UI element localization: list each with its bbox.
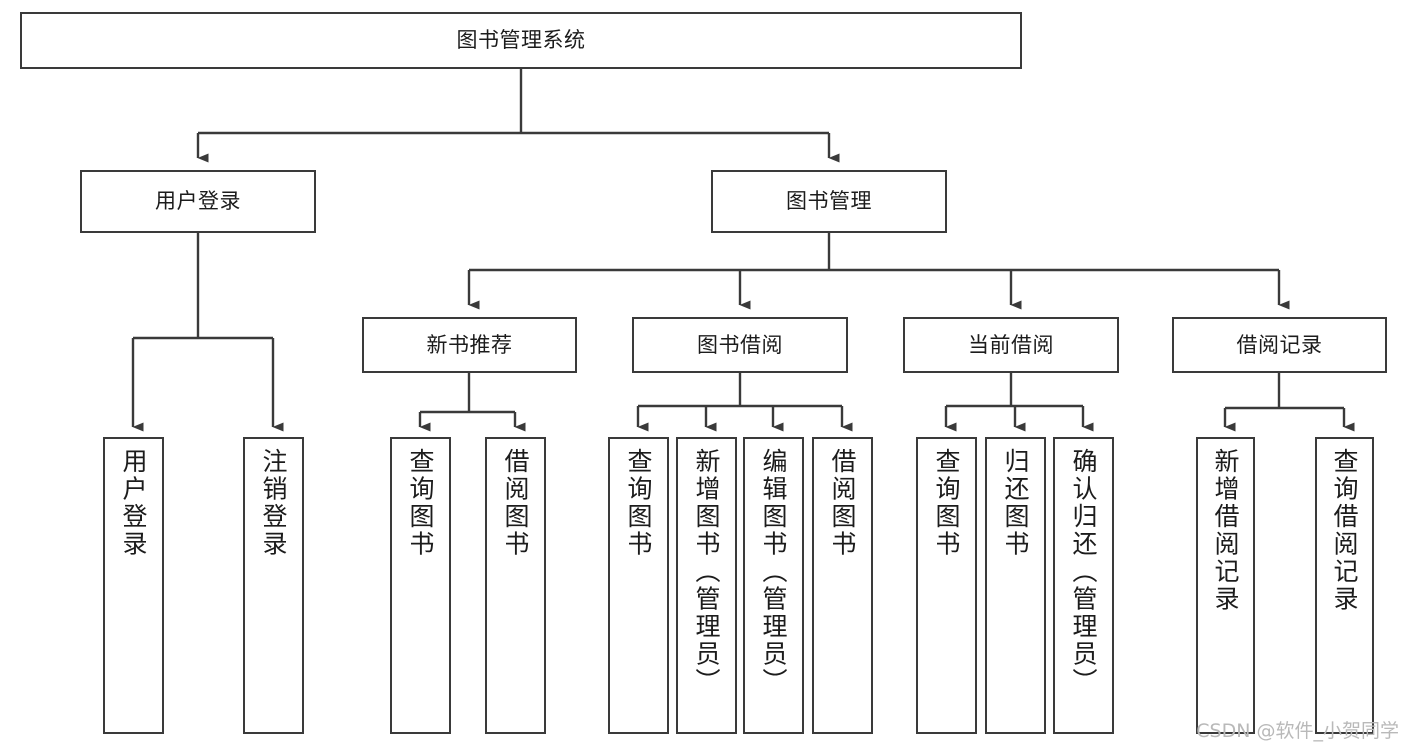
- node-current-borrow-label: 当前借阅: [968, 332, 1054, 357]
- node-root-label: 图书管理系统: [456, 28, 586, 53]
- leaf-query-book-current-label: 查询图书: [932, 448, 961, 558]
- leaf-query-borrow-record[interactable]: 查询借阅记录: [1315, 437, 1374, 734]
- watermark: CSDN @软件_小贺同学: [1196, 720, 1399, 742]
- leaf-query-book-borrow-label: 查询图书: [624, 448, 653, 558]
- leaf-query-book-borrow[interactable]: 查询图书: [608, 437, 669, 734]
- leaf-confirm-return-admin-label: 确认归还（管理员）: [1069, 448, 1098, 696]
- leaf-borrow-book[interactable]: 借阅图书: [812, 437, 873, 734]
- leaf-query-book-recommend-label: 查询图书: [406, 448, 435, 558]
- node-user-login[interactable]: 用户登录: [80, 170, 316, 233]
- leaf-query-book-current[interactable]: 查询图书: [916, 437, 977, 734]
- node-current-borrow[interactable]: 当前借阅: [903, 317, 1119, 373]
- node-root[interactable]: 图书管理系统: [20, 12, 1022, 69]
- leaf-return-book[interactable]: 归还图书: [985, 437, 1046, 734]
- leaf-user-login[interactable]: 用户登录: [103, 437, 164, 734]
- leaf-add-book-admin[interactable]: 新增图书（管理员）: [676, 437, 737, 734]
- leaf-return-book-label: 归还图书: [1001, 448, 1030, 558]
- node-borrow-record-label: 借阅记录: [1236, 332, 1323, 357]
- node-new-book-recommend[interactable]: 新书推荐: [362, 317, 577, 373]
- leaf-borrow-book-recommend-label: 借阅图书: [501, 448, 530, 558]
- node-new-book-recommend-label: 新书推荐: [426, 332, 513, 357]
- leaf-logout-label: 注销登录: [259, 448, 288, 558]
- leaf-add-book-admin-label: 新增图书（管理员）: [692, 448, 721, 696]
- leaf-add-borrow-record-label: 新增借阅记录: [1211, 448, 1240, 613]
- leaf-logout[interactable]: 注销登录: [243, 437, 304, 734]
- leaf-user-login-label: 用户登录: [119, 448, 148, 558]
- node-book-manage[interactable]: 图书管理: [711, 170, 947, 233]
- leaf-edit-book-admin[interactable]: 编辑图书（管理员）: [743, 437, 804, 734]
- node-borrow-record[interactable]: 借阅记录: [1172, 317, 1387, 373]
- leaf-edit-book-admin-label: 编辑图书（管理员）: [759, 448, 788, 696]
- leaf-confirm-return-admin[interactable]: 确认归还（管理员）: [1053, 437, 1114, 734]
- node-book-borrow[interactable]: 图书借阅: [632, 317, 848, 373]
- leaf-add-borrow-record[interactable]: 新增借阅记录: [1196, 437, 1255, 734]
- leaf-query-borrow-record-label: 查询借阅记录: [1330, 448, 1359, 613]
- node-user-login-label: 用户登录: [155, 189, 241, 214]
- leaf-borrow-book-label: 借阅图书: [828, 448, 857, 558]
- leaf-query-book-recommend[interactable]: 查询图书: [390, 437, 451, 734]
- node-book-borrow-label: 图书借阅: [697, 332, 783, 357]
- leaf-borrow-book-recommend[interactable]: 借阅图书: [485, 437, 546, 734]
- node-book-manage-label: 图书管理: [786, 189, 872, 214]
